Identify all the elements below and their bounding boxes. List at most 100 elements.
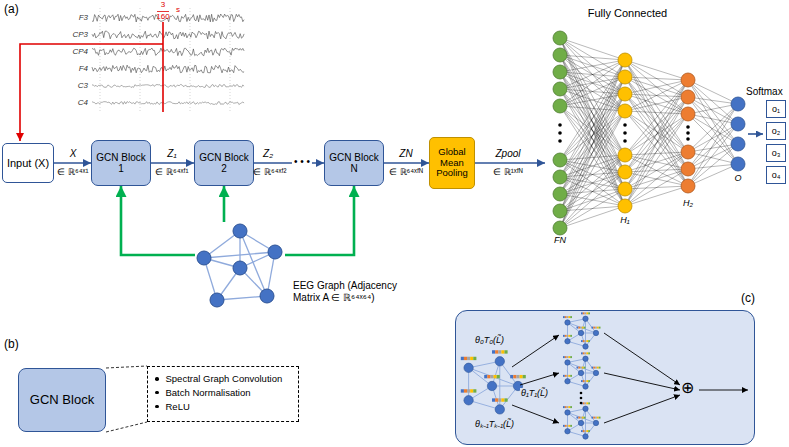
fc-weight (560, 72, 625, 172)
feature-bar (584, 327, 586, 329)
eeg-graph: EEG Graph (Adjacency Matrix A ∈ ℝ⁶⁴ˣ⁶⁴) (195, 222, 285, 310)
feature-bar (581, 380, 583, 382)
fc-weight (625, 111, 688, 152)
feature-bar (497, 375, 500, 378)
neuron (731, 117, 745, 131)
grid-line (190, 8, 191, 112)
feature-bar (565, 425, 567, 427)
graph-vertex (464, 363, 473, 372)
feature-bar (583, 340, 585, 342)
neuron (681, 107, 695, 121)
fc-weight (560, 155, 625, 228)
feature-bar (516, 375, 519, 378)
graph-vertex (583, 434, 588, 439)
block-contents: Spectral Graph ConvolutionBatch Normalis… (147, 366, 299, 422)
ellipsis-dot (686, 137, 690, 141)
fc-weight (625, 60, 688, 80)
fc-weight (625, 152, 688, 155)
label: 160 (156, 13, 169, 22)
fc-weight (625, 80, 688, 189)
node-text: o₁ (772, 104, 780, 114)
fc-weight (560, 38, 625, 206)
label: ∈ ℝ⁶⁴ˣ¹ (57, 168, 88, 178)
feature-bar (588, 340, 590, 342)
feature-bar (567, 316, 569, 318)
feature-bar (599, 417, 601, 419)
neuron (681, 145, 695, 159)
node-text: GCN Block (30, 393, 94, 408)
gcn-block-detail: GCN Block (18, 368, 106, 432)
feature-bar (470, 357, 473, 360)
data-flow-arrow (151, 162, 194, 163)
fc-weight (688, 80, 738, 164)
graph-vertex (583, 316, 588, 321)
label: s (176, 6, 180, 15)
text-wrap: o₃ (772, 148, 781, 158)
neuron (618, 87, 632, 101)
text-wrap: Global Mean Pooling (432, 147, 472, 180)
node-text: o₂ (772, 126, 781, 136)
feature-bar (567, 425, 569, 427)
data-flow-arrow (384, 162, 429, 163)
feature-bar (578, 367, 580, 369)
sample-arrow (20, 44, 163, 141)
graph-vertex (464, 396, 473, 405)
fc-weight (688, 144, 738, 169)
neuron (553, 48, 567, 62)
label: ⊕ (681, 379, 694, 397)
node-text: GCN Block N (329, 152, 379, 175)
data-flow-arrow (54, 162, 91, 163)
graph-vertex (578, 370, 583, 375)
feature-bar (585, 402, 587, 404)
chebyshev-convolution: θ₀T₀(L̃)θ₁T₁(L̃)θₖ₋₁Tₖ₋₁(L̃) (455, 310, 755, 445)
fc-weight (625, 114, 688, 206)
feature-bar (570, 356, 572, 358)
feature-bar (570, 335, 572, 337)
feature-bar (570, 375, 572, 377)
fc-weight (625, 152, 688, 172)
text-wrap: Input (X) (7, 157, 49, 170)
graph-vertex (565, 339, 570, 344)
feature-bar (568, 316, 570, 318)
text-wrap: GCN Block 2 (199, 152, 249, 175)
feature-bar (523, 375, 526, 378)
label: Softmax (746, 86, 783, 97)
feature-bar (570, 425, 572, 427)
output-box: o₃ (766, 144, 786, 162)
fc-weight (625, 60, 688, 152)
graph-vertex (593, 370, 598, 375)
feature-bar (577, 417, 579, 419)
neuron (618, 182, 632, 196)
output-box: o₂ (766, 122, 786, 140)
tensor-name: ZN (399, 148, 412, 159)
feature-bar (588, 430, 590, 432)
graph-vertex (583, 384, 588, 389)
feature-bar (563, 335, 565, 337)
list-row: Batch Normalisation (153, 386, 293, 400)
fc-weight (560, 55, 625, 94)
fc-weight (560, 55, 625, 60)
bullet (155, 405, 159, 409)
fc-weight (625, 60, 688, 186)
text-wrap: GCN Block 1 (96, 152, 146, 175)
fc-weight (560, 55, 625, 77)
text-wrap: GCN Block (30, 393, 94, 408)
fc-weight (625, 77, 688, 186)
feature-bar (586, 380, 588, 382)
feature-bar (581, 430, 583, 432)
graph-edge (585, 409, 586, 437)
ellipsis-dot (580, 392, 583, 395)
fc-weight (688, 104, 738, 114)
feature-bar (467, 389, 470, 392)
feature-bar (581, 312, 583, 314)
feature-bar (473, 389, 476, 392)
feature-bar (501, 398, 504, 401)
feature-bar (586, 352, 588, 354)
feature-bar (565, 406, 567, 408)
neuron (553, 153, 567, 167)
fc-weight (560, 60, 625, 89)
graph-input-arrow (285, 186, 354, 255)
graph-vertex (233, 224, 247, 238)
feature-bar (593, 327, 595, 329)
